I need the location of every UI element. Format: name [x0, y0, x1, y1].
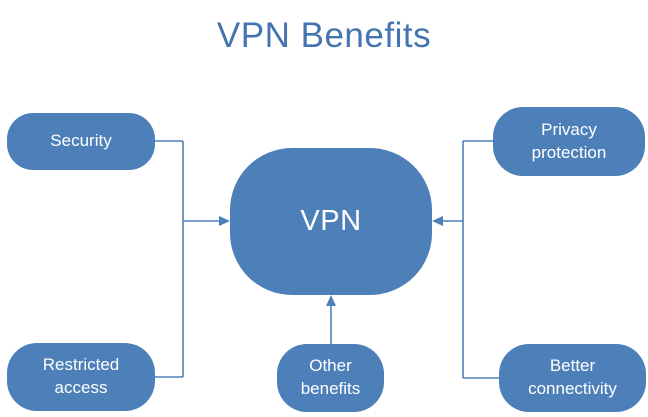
node-restricted-access: Restricted access	[7, 343, 155, 411]
node-privacy-protection: Privacy protection	[493, 107, 645, 176]
node-better-connectivity: Better connectivity	[499, 344, 646, 412]
right-arrowhead-icon	[432, 216, 443, 226]
node-other-benefits: Other benefits	[277, 344, 384, 412]
node-security: Security	[7, 113, 155, 170]
diagram-title: VPN Benefits	[216, 16, 432, 55]
node-vpn-label: VPN	[300, 204, 362, 237]
node-security-label: Security	[50, 131, 112, 151]
left-arrowhead-icon	[219, 216, 230, 226]
node-privacy-protection-label: Privacy protection	[531, 119, 607, 162]
node-better-connectivity-label: Better connectivity	[528, 356, 617, 398]
node-restricted-access-label: Restricted access	[42, 355, 120, 397]
node-other-benefits-label: Other benefits	[300, 356, 361, 398]
bottom-arrowhead-icon	[326, 295, 336, 306]
node-vpn-center: VPN	[230, 148, 432, 295]
